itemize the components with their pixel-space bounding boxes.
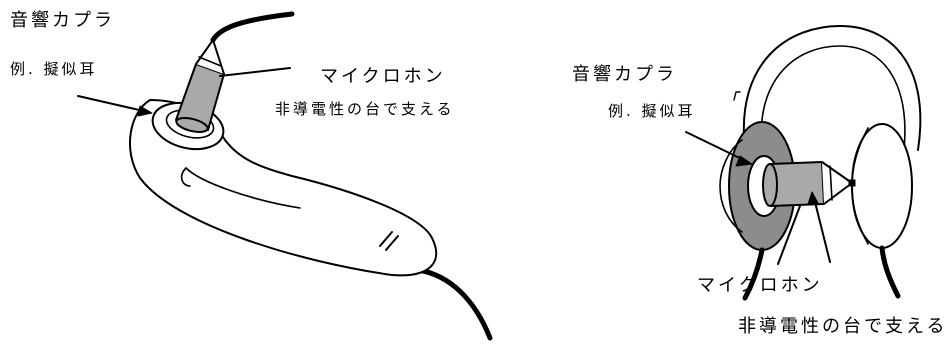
right-coupler-title: 音響カプラ	[572, 64, 677, 85]
right-mic-arrowhead	[807, 191, 819, 205]
handset-ridge	[180, 167, 191, 187]
left-microphone-tip	[195, 39, 225, 75]
left-support-label: 非導電性の台で支える	[275, 100, 455, 118]
grip-mark-2	[385, 235, 399, 251]
right-mic-leader-2	[777, 205, 801, 265]
left-mic-leader	[219, 67, 291, 77]
left-coupler-example: 例. 擬似耳	[10, 60, 98, 78]
right-microphone-label: マイクロホン	[697, 275, 823, 296]
left-microphone-base	[175, 117, 209, 133]
right-coupler-example: 例. 擬似耳	[608, 102, 696, 120]
right-left-cable	[742, 247, 765, 301]
left-coupler-title: 音響カプラ	[10, 10, 115, 31]
right-microphone-contact	[848, 179, 856, 187]
left-top-cable	[210, 11, 295, 43]
right-support-label: 非導電性の台で支える	[738, 316, 948, 337]
right-microphone-tip-ring	[829, 165, 833, 201]
left-diagram	[77, 11, 493, 341]
left-microphone-tip-ring	[198, 56, 222, 67]
right-coupler-leader	[685, 131, 749, 163]
right-diagram	[685, 25, 922, 301]
left-cup-back	[719, 139, 743, 233]
right-microphone-base	[762, 163, 778, 207]
right-coupler-arrowhead	[735, 155, 753, 167]
headband-inner	[760, 45, 906, 151]
left-bottom-cable	[415, 267, 493, 341]
headband-tick	[733, 91, 741, 101]
right-right-cable	[879, 245, 901, 299]
left-microphone-label: マイクロホン	[320, 66, 446, 87]
right-mic-leader	[813, 197, 831, 263]
right-microphone-tip	[821, 161, 853, 205]
left-coupler-leader	[77, 95, 149, 113]
left-coupler-arrowhead	[137, 105, 153, 117]
grip-mark-1	[379, 231, 393, 247]
handset-rim	[185, 167, 301, 209]
